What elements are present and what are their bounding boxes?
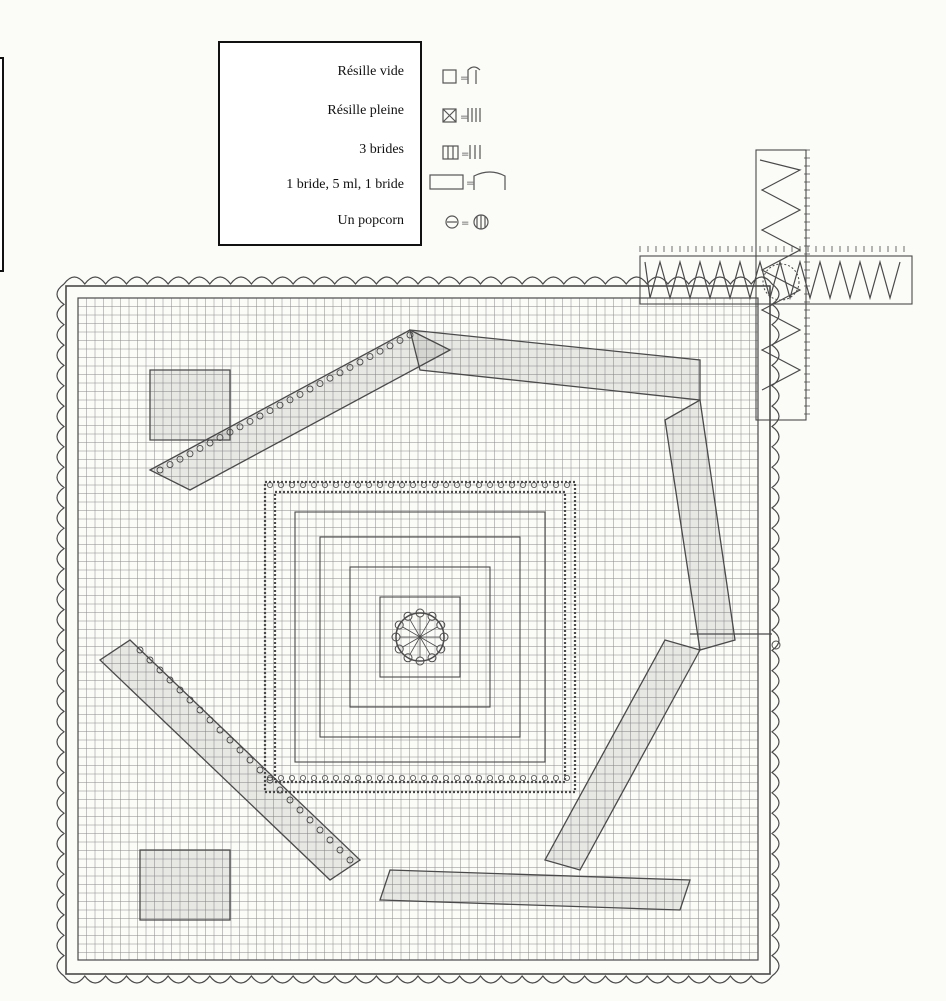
legend-symbols: = = = = = — [430, 67, 505, 229]
svg-text:=: = — [466, 178, 474, 189]
corner-vertical-zigzag — [760, 160, 800, 390]
filet-motifs — [100, 330, 735, 920]
diagonal-band-7 — [140, 850, 230, 920]
diagonal-band-5 — [545, 640, 700, 870]
diagonal-band-6 — [150, 370, 230, 440]
filled-mesh-symbol-icon: = — [443, 108, 480, 123]
svg-text:=: = — [460, 73, 468, 84]
bride-chain-bride-symbol-icon: = — [430, 172, 505, 190]
corner-center-ring — [763, 264, 799, 300]
corner-border-detail — [640, 150, 912, 649]
side-marker-dot — [772, 641, 780, 649]
popcorn-symbol-icon: = — [446, 215, 488, 229]
svg-text:=: = — [461, 218, 469, 229]
svg-text:=: = — [460, 112, 468, 123]
center-rosette — [392, 609, 448, 665]
empty-mesh-symbol-icon: = — [443, 67, 480, 84]
three-trebles-symbol-icon: = — [443, 145, 480, 160]
svg-text:=: = — [461, 149, 469, 160]
diagonal-bands — [100, 330, 735, 920]
diagonal-band-3 — [100, 640, 360, 880]
corner-horizontal-zigzag — [645, 262, 900, 298]
